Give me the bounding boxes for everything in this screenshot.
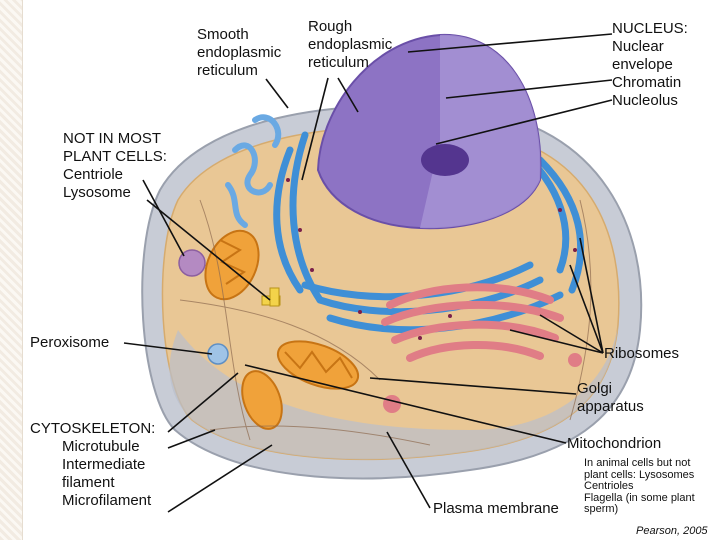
centriole-shape	[261, 287, 281, 307]
smooth-er-line: endoplasmic	[197, 44, 282, 61]
rough-er-line: Rough	[308, 18, 353, 35]
nucleus-line: envelope	[612, 56, 673, 73]
not-in-plant-line: Centriole	[63, 166, 124, 183]
not-in-plant-line: PLANT CELLS:	[63, 148, 167, 165]
golgi-vesicle	[383, 395, 401, 413]
plasma-membrane-label: Plasma membrane	[433, 500, 559, 517]
peroxisome-label: Peroxisome	[30, 334, 110, 351]
golgi-shape	[381, 283, 564, 362]
rough-er-line: reticulum	[308, 54, 369, 71]
mitochondrion-shape	[204, 229, 360, 430]
golgi-line: Golgi	[577, 380, 613, 397]
golgi-label: Golgi apparatus	[577, 380, 644, 416]
golgi-vesicle	[568, 353, 582, 367]
smooth-er-line: Smooth	[197, 26, 249, 43]
nucleus-line: Nuclear	[612, 38, 664, 55]
smooth-er-label: Smooth endoplasmic reticulum	[197, 26, 281, 80]
animal-cell-note: In animal cells but not plant cells: Lys…	[584, 457, 695, 516]
note-line: sperm)	[584, 503, 619, 515]
smooth-er-shape	[225, 114, 282, 228]
lysosome-shape	[178, 249, 206, 277]
cytoskeleton-line: Microtubule	[62, 438, 140, 455]
rough-er-line: endoplasmic	[308, 36, 393, 53]
note-line: In animal cells but not	[584, 457, 691, 469]
cytoskeleton-line: Microfilament	[62, 492, 152, 509]
cytoskeleton-line: CYTOSKELETON:	[30, 420, 156, 437]
pointer-lines	[123, 33, 613, 513]
not-in-plant-line: NOT IN MOST	[63, 130, 162, 147]
nucleus-line: NUCLEUS:	[612, 20, 688, 37]
nucleolus-shape	[421, 144, 469, 176]
credit-label: Pearson, 2005	[636, 525, 708, 537]
decorative-edge	[0, 0, 23, 540]
ribosomes-label: Ribosomes	[604, 345, 680, 362]
nucleus-label: NUCLEUS: Nuclear envelope Chromatin Nucl…	[612, 20, 688, 110]
mitochondrion-label: Mitochondrion	[567, 435, 662, 452]
note-line: Centrioles	[584, 480, 634, 492]
not-in-plant-line: Lysosome	[63, 184, 131, 201]
cytoskeleton-line: filament	[62, 474, 115, 491]
nucleus-line: Nucleolus	[612, 92, 678, 109]
cytoskeleton-label: CYTOSKELETON: Microtubule Intermediate f…	[30, 420, 155, 510]
nuclear-envelope-cut	[420, 34, 541, 229]
smooth-er-line: reticulum	[197, 62, 258, 79]
nucleus-line: Chromatin	[612, 74, 682, 91]
cytoskeleton-line: Intermediate	[62, 456, 146, 473]
rough-er-label: Rough endoplasmic reticulum	[308, 18, 392, 72]
note-line: plant cells: Lysosomes	[584, 468, 695, 481]
golgi-line: apparatus	[577, 398, 644, 415]
cytoskeleton-fibers	[179, 199, 592, 446]
not-in-plant-label: NOT IN MOST PLANT CELLS: Centriole Lysos…	[63, 130, 167, 202]
note-line: Flagella (in some plant	[584, 491, 695, 504]
